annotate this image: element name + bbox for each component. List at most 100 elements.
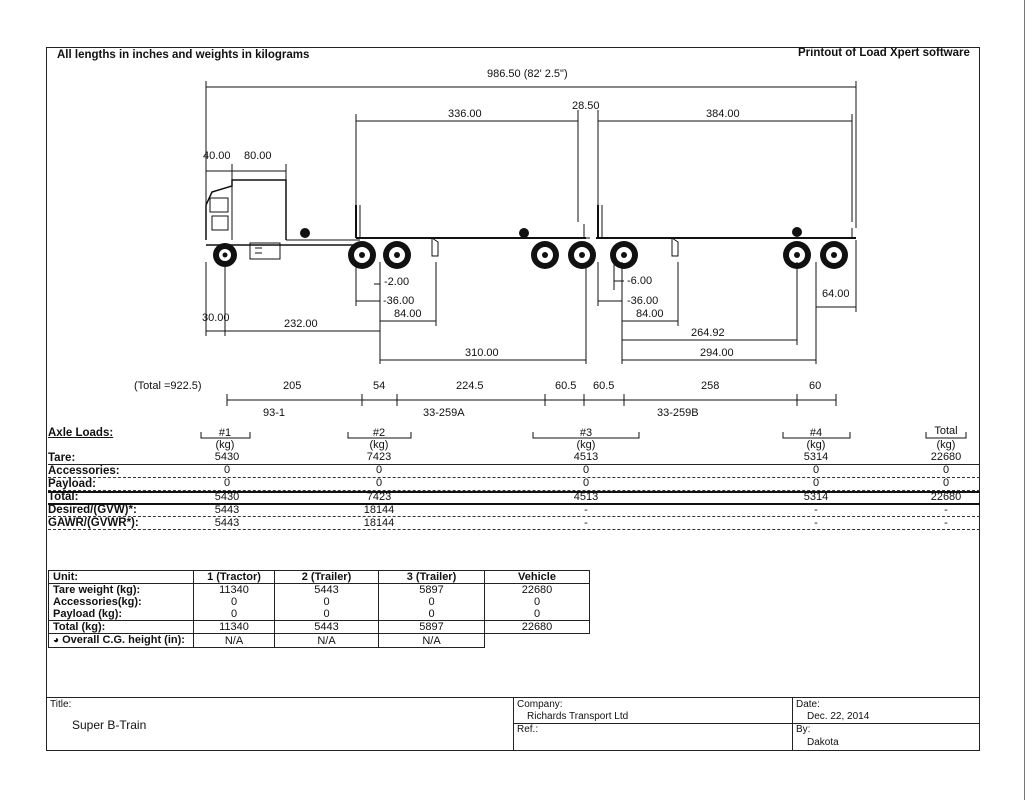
page-edge-line (1024, 0, 1025, 800)
axle-column-brackets (200, 432, 967, 439)
by-label: By: (796, 724, 811, 735)
axle-cell: 0 (375, 477, 383, 489)
row-divider (48, 464, 980, 465)
table-cell: 5443 (274, 583, 379, 596)
axle-cell: - (584, 517, 588, 529)
axle-cell: 5314 (803, 451, 829, 463)
axle-cell: 7423 (366, 491, 392, 503)
group-label: 33-259B (657, 407, 699, 419)
axle-col-name: #1 (218, 427, 232, 439)
axle-col-unit: (kg) (215, 439, 235, 451)
title-label: Title: (50, 699, 72, 710)
axle-cell: - (944, 517, 948, 529)
table-cell: 5443 (274, 620, 379, 634)
axle-cell: 0 (582, 464, 590, 476)
axle-col-name: #2 (372, 427, 386, 439)
dim-310: 310.00 (465, 347, 499, 359)
dim-64: 64.00 (822, 288, 850, 300)
axle-cell: 5443 (214, 504, 240, 516)
footer-divider (792, 697, 793, 751)
dim-84-a: 84.00 (394, 308, 422, 320)
table-row: Payload (kg): 0 0 0 0 (48, 608, 590, 621)
table-row-label: Tare weight (kg): (48, 583, 194, 596)
axle-cell: 0 (812, 464, 820, 476)
axle-col-name: Total (934, 425, 958, 437)
axle-cell: 0 (942, 477, 950, 489)
table-row-label: ◕ Overall C.G. height (in): (48, 633, 194, 648)
table-row: Accessories(kg): 0 0 0 0 (48, 596, 590, 608)
dim-232: 232.00 (284, 318, 318, 330)
table-cell: N/A (378, 633, 485, 648)
axle-col-name: #3 (579, 427, 593, 439)
axle-cell: 7423 (366, 451, 392, 463)
units-note: All lengths in inches and weights in kil… (57, 49, 310, 61)
dim-minus-6: -6.00 (627, 275, 653, 287)
dim-minus-36-a: -36.00 (383, 295, 415, 307)
dim-80: 80.00 (244, 150, 272, 162)
table-row: ◕ Overall C.G. height (in): N/A N/A N/A (48, 633, 590, 648)
unit-weights-table: Unit: 1 (Tractor) 2 (Trailer) 3 (Trailer… (48, 570, 590, 648)
spacing-value: 60.5 (555, 380, 577, 392)
date-label: Date: (796, 699, 820, 710)
row-divider (48, 529, 980, 530)
table-row: Total (kg): 11340 5443 5897 22680 (48, 620, 590, 634)
table-cell: 11340 (193, 620, 275, 634)
table-cell: 22680 (484, 620, 590, 634)
table-cell: N/A (193, 633, 275, 648)
row-divider (48, 490, 980, 491)
table-cell: 0 (484, 608, 590, 621)
spacing-value: 60.5 (593, 380, 615, 392)
table-header-cell: Unit: (48, 570, 194, 584)
spacing-total: (Total =922.5) (134, 380, 202, 392)
table-row-label: Total (kg): (48, 620, 194, 634)
axle-cell: 0 (812, 477, 820, 489)
axle-row-label: Desired/(GVW)*: (48, 504, 137, 516)
table-cell: 22680 (484, 583, 590, 596)
axle-cell: 18144 (363, 504, 395, 516)
axle-cell: 0 (223, 464, 231, 476)
table-cell: 5897 (378, 620, 485, 634)
dim-minus-2: -2.00 (384, 276, 410, 288)
spacing-value: 258 (701, 380, 720, 392)
axle-cell: 0 (223, 477, 231, 489)
axle-row-label: Tare: (48, 452, 76, 464)
table-cell: 0 (193, 596, 275, 608)
table-header-cell: 2 (Trailer) (274, 570, 379, 584)
report-title: Super B-Train (72, 718, 147, 732)
dim-336: 336.00 (448, 108, 482, 120)
table-cell: 0 (193, 608, 275, 621)
axle-cell: 18144 (363, 517, 395, 529)
dim-30: 30.00 (202, 312, 230, 324)
axle-cell: 0 (582, 477, 590, 489)
cg-icon: ◕ (53, 635, 60, 646)
axle-cell: 4513 (573, 491, 599, 503)
table-cell: 0 (274, 608, 379, 621)
axle-cell: - (944, 504, 948, 516)
dim-28-50: 28.50 (572, 100, 600, 112)
report-date: Dec. 22, 2014 (807, 711, 870, 722)
table-cell: 0 (484, 596, 590, 608)
table-cell: 0 (274, 596, 379, 608)
table-header-cell: 3 (Trailer) (378, 570, 485, 584)
axle-row-label: Total: (48, 491, 79, 503)
table-cell-empty (485, 634, 590, 648)
axle-loads-title: Axle Loads: (48, 427, 114, 439)
company-name: Richards Transport Ltd (527, 711, 629, 722)
table-cell: N/A (274, 633, 379, 648)
axle-cell: 5430 (214, 491, 240, 503)
axle-row-label: Accessories: (48, 465, 120, 477)
axle-col-name: #4 (809, 427, 823, 439)
dim-294: 294.00 (700, 347, 734, 359)
table-cell: 5897 (378, 583, 485, 596)
spacing-value: 205 (283, 380, 302, 392)
truck-dimension-drawing (205, 81, 857, 406)
axle-row-label: Payload: (48, 478, 96, 490)
dim-40: 40.00 (203, 150, 231, 162)
axle-col-unit: (kg) (936, 439, 956, 451)
row-divider (48, 491, 980, 493)
footer-divider (513, 697, 514, 751)
axle-cell: 5443 (214, 517, 240, 529)
dim-minus-36-b: -36.00 (627, 295, 659, 307)
footer-divider (792, 723, 980, 724)
axle-cell: 5430 (214, 451, 240, 463)
